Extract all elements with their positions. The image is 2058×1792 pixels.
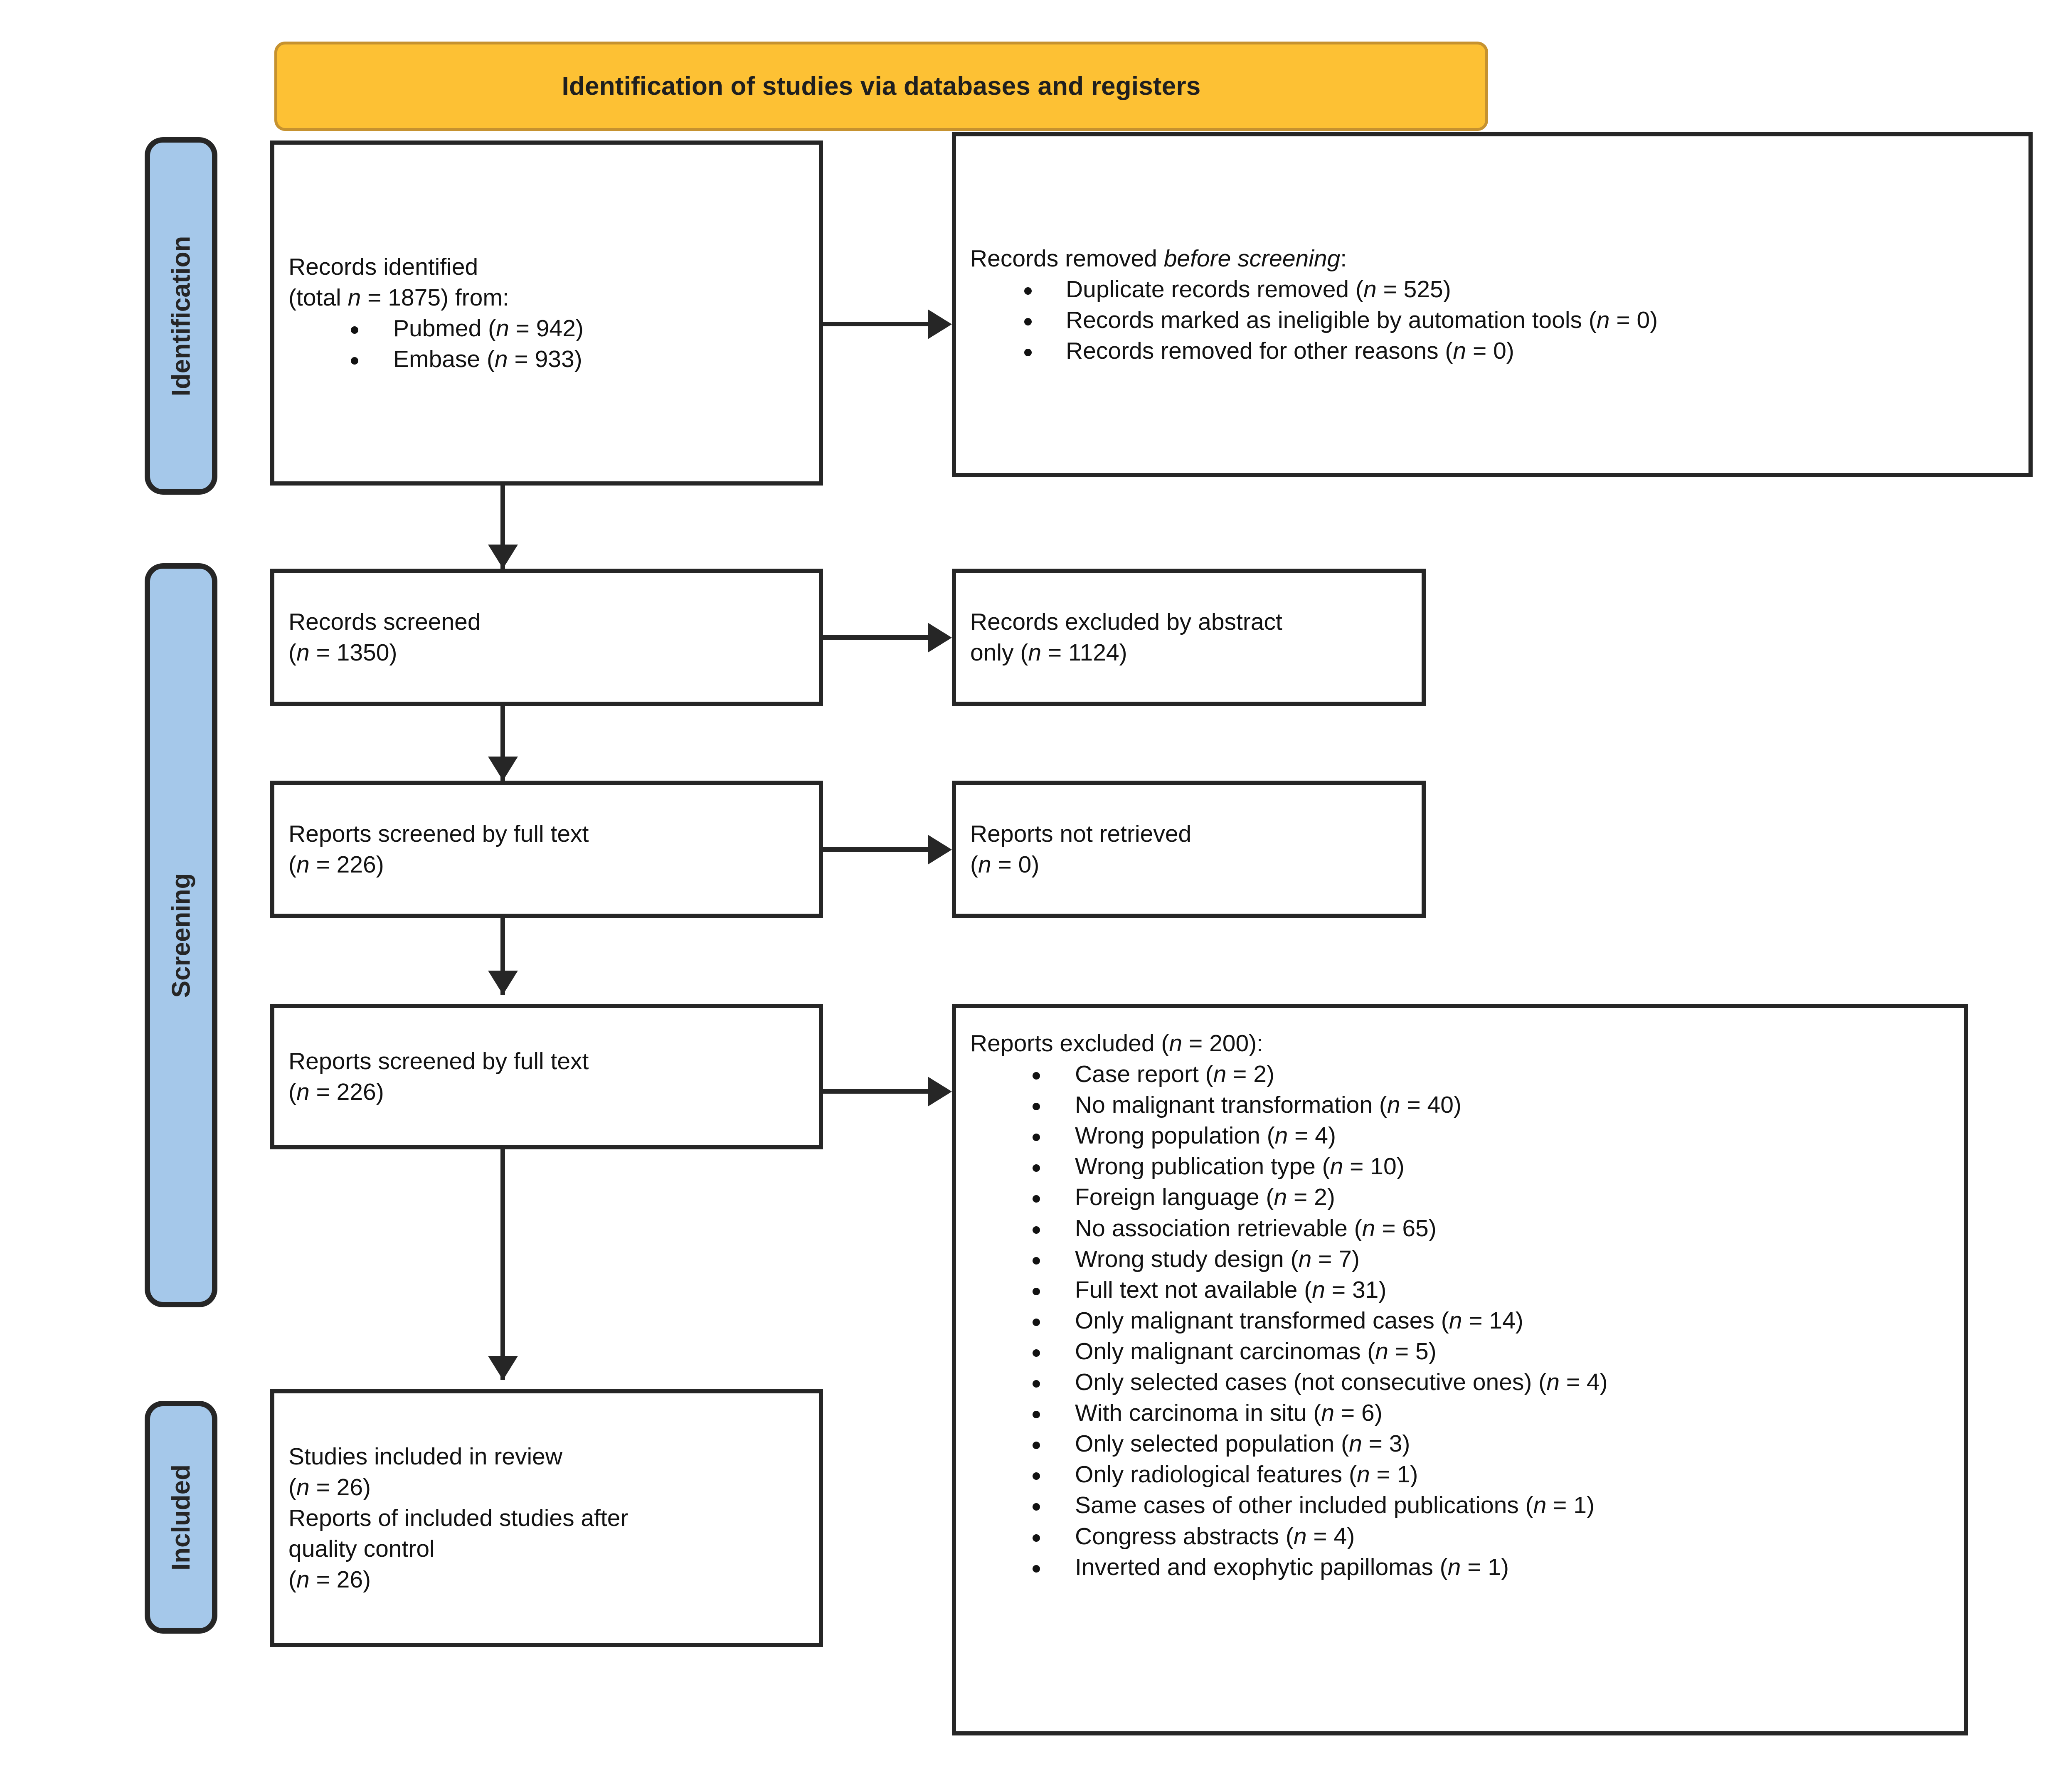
box-records-identified: Records identified (total n = 1875) from… xyxy=(270,141,823,486)
banner-identification-via-databases: Identification of studies via databases … xyxy=(274,42,1488,131)
reports-screened-1-line2: (n = 226) xyxy=(288,851,384,878)
arrowhead-fulltext1-to-not-retrieved xyxy=(928,835,952,865)
studies-included-line4: quality control xyxy=(288,1536,435,1563)
stage-included: Included xyxy=(145,1401,217,1634)
studies-included-line1: Studies included in review xyxy=(288,1443,563,1470)
arrowhead-screened-to-fulltext-1 xyxy=(488,757,518,781)
stage-screening-label: Screening xyxy=(167,873,195,998)
reports-excluded-reasons: Case report (n = 2) No malignant transfo… xyxy=(970,1059,1950,1582)
list-item: No malignant transformation (n = 40) xyxy=(970,1089,1950,1120)
list-item: Only selected population (n = 3) xyxy=(970,1428,1950,1459)
connector-fulltext1-to-not-retrieved xyxy=(823,847,929,852)
list-item: Only radiological features (n = 1) xyxy=(970,1459,1950,1490)
connector-screened-to-fulltext-1 xyxy=(500,706,505,781)
list-item: Wrong publication type (n = 10) xyxy=(970,1151,1950,1182)
reports-screened-2-line1: Reports screened by full text xyxy=(288,1048,589,1075)
box-reports-screened-full-text-2: Reports screened by full text (n = 226) xyxy=(270,1004,823,1149)
reports-not-retrieved-line1: Reports not retrieved xyxy=(970,820,1192,847)
records-identified-line1: Records identified xyxy=(288,253,478,280)
records-identified-line2: (total n = 1875) from: xyxy=(288,284,509,311)
list-item: Records marked as ineligible by automati… xyxy=(970,305,2014,335)
records-screened-line2: (n = 1350) xyxy=(288,639,397,666)
arrowhead-fulltext2-to-included xyxy=(488,1356,518,1380)
records-excluded-abstract-line2: only (n = 1124) xyxy=(970,639,1127,666)
connector-fulltext2-to-reports-excluded xyxy=(823,1089,929,1094)
connector-identified-to-removed xyxy=(823,322,929,326)
reports-screened-1-line1: Reports screened by full text xyxy=(288,820,589,847)
records-removed-reasons: Duplicate records removed (n = 525) Reco… xyxy=(970,274,2014,366)
box-records-removed-before-screening: Records removed before screening: Duplic… xyxy=(952,132,2033,477)
list-item: Pubmed (n = 942) xyxy=(288,313,805,344)
box-reports-not-retrieved: Reports not retrieved (n = 0) xyxy=(952,781,1426,918)
list-item: Only malignant carcinomas (n = 5) xyxy=(970,1336,1950,1367)
connector-screened-to-excluded-abstract xyxy=(823,635,929,640)
list-item: Wrong population (n = 4) xyxy=(970,1120,1950,1151)
box-reports-screened-full-text-1: Reports screened by full text (n = 226) xyxy=(270,781,823,918)
box-records-excluded-by-abstract: Records excluded by abstract only (n = 1… xyxy=(952,569,1426,706)
stage-identification: Identification xyxy=(145,137,217,495)
box-reports-excluded: Reports excluded (n = 200): Case report … xyxy=(952,1004,1968,1735)
list-item: Records removed for other reasons (n = 0… xyxy=(970,335,2014,366)
box-records-screened: Records screened (n = 1350) xyxy=(270,569,823,706)
list-item: Only selected cases (not consecutive one… xyxy=(970,1367,1950,1398)
records-identified-sources: Pubmed (n = 942) Embase (n = 933) xyxy=(288,313,805,375)
list-item: Wrong study design (n = 7) xyxy=(970,1244,1950,1274)
list-item: Inverted and exophytic papillomas (n = 1… xyxy=(970,1552,1950,1582)
records-removed-heading: Records removed before screening: xyxy=(970,245,1347,272)
records-screened-line1: Records screened xyxy=(288,608,481,635)
connector-fulltext1-to-fulltext2 xyxy=(500,918,505,995)
arrowhead-identified-to-removed xyxy=(928,309,952,339)
list-item: Same cases of other included publication… xyxy=(970,1490,1950,1521)
list-item: Embase (n = 933) xyxy=(288,344,805,375)
list-item: Full text not available (n = 31) xyxy=(970,1274,1950,1305)
arrowhead-identified-to-screened xyxy=(488,545,518,569)
reports-excluded-heading: Reports excluded (n = 200): xyxy=(970,1030,1263,1057)
banner-title: Identification of studies via databases … xyxy=(562,72,1201,101)
list-item: Duplicate records removed (n = 525) xyxy=(970,274,2014,305)
reports-screened-2-line2: (n = 226) xyxy=(288,1079,384,1105)
arrowhead-screened-to-excluded-abstract xyxy=(928,623,952,653)
list-item: Only malignant transformed cases (n = 14… xyxy=(970,1305,1950,1336)
stage-screening: Screening xyxy=(145,563,217,1307)
studies-included-line2: (n = 26) xyxy=(288,1474,371,1501)
arrowhead-fulltext1-to-fulltext2 xyxy=(488,971,518,995)
connector-fulltext2-to-included xyxy=(500,1149,505,1380)
connector-identified-to-screened xyxy=(500,486,505,569)
list-item: With carcinoma in situ (n = 6) xyxy=(970,1398,1950,1428)
studies-included-line5: (n = 26) xyxy=(288,1566,371,1593)
box-studies-included: Studies included in review (n = 26) Repo… xyxy=(270,1389,823,1647)
list-item: Case report (n = 2) xyxy=(970,1059,1950,1089)
studies-included-line3: Reports of included studies after xyxy=(288,1504,628,1531)
stage-included-label: Included xyxy=(167,1464,195,1570)
stage-identification-label: Identification xyxy=(167,236,195,396)
arrowhead-fulltext2-to-reports-excluded xyxy=(928,1077,952,1107)
list-item: Foreign language (n = 2) xyxy=(970,1182,1950,1213)
list-item: No association retrievable (n = 65) xyxy=(970,1213,1950,1244)
reports-not-retrieved-line2: (n = 0) xyxy=(970,851,1040,878)
list-item: Congress abstracts (n = 4) xyxy=(970,1521,1950,1552)
records-excluded-abstract-line1: Records excluded by abstract xyxy=(970,608,1282,635)
